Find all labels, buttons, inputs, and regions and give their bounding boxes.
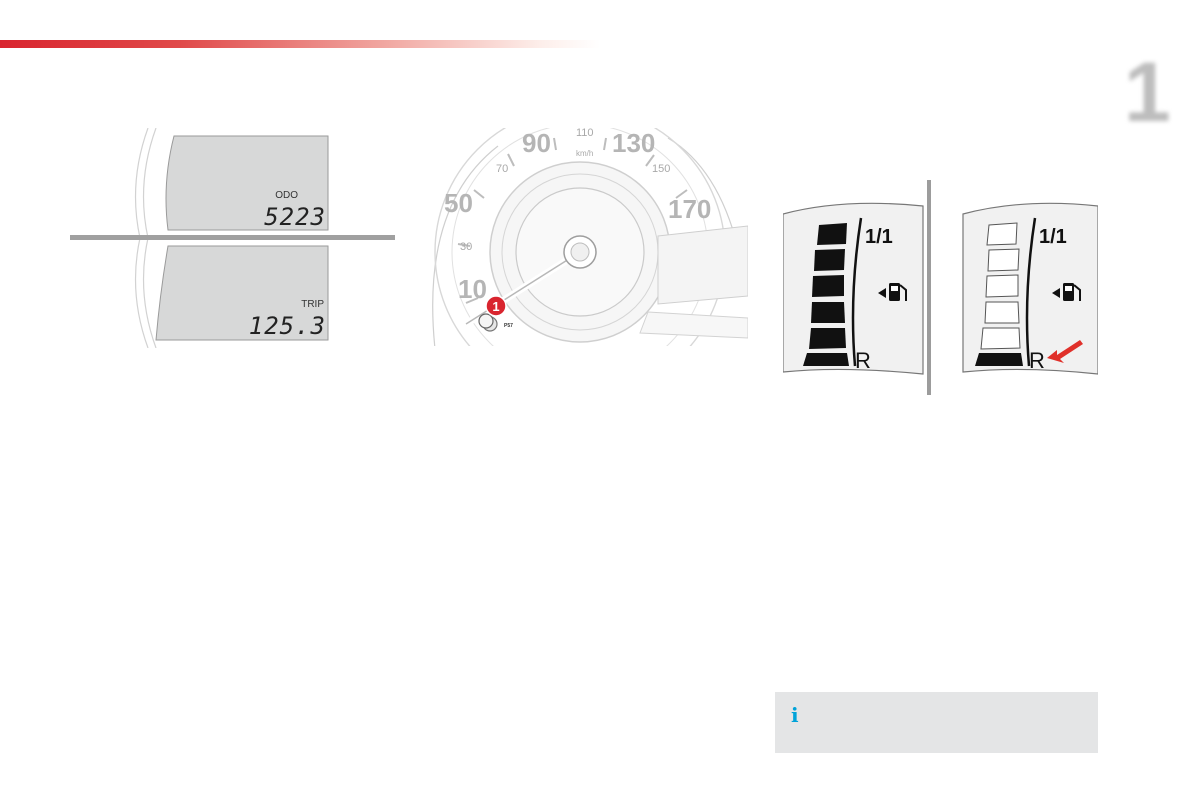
right-full-label: 1/1 (1039, 226, 1067, 248)
right-fuel-bars (975, 222, 1023, 366)
trip-reset-button-icon (478, 313, 498, 332)
left-fuel-pump-icon (878, 283, 907, 301)
odo-value: 5223 (264, 203, 326, 231)
header-accent-bar (0, 40, 600, 48)
right-fuel-pump-icon (1052, 283, 1081, 301)
left-reserve-label: R (855, 348, 871, 373)
left-full-label: 1/1 (865, 226, 893, 248)
speed-label-50: 50 (444, 188, 473, 218)
gauge-divider (927, 180, 931, 395)
trip-label: TRIP (301, 299, 324, 310)
odo-lcd-screen (165, 135, 329, 231)
info-icon: i (791, 703, 799, 727)
divider (70, 235, 395, 240)
button-code: P57 (504, 323, 513, 329)
left-fuel-bars (803, 223, 849, 366)
info-note-box: i (775, 692, 1098, 753)
odometer-figure: ODO 5223 TRIP 125.3 (70, 127, 395, 349)
fuel-gauge-figure: 1/1 R 1/1 R (782, 180, 1099, 395)
callout-number: 1 (492, 299, 499, 314)
chapter-number: 1 (1124, 45, 1171, 139)
callout-badge-1: 1 (485, 295, 507, 317)
speed-label-70: 70 (496, 163, 508, 175)
odo-label: ODO (275, 190, 298, 201)
speed-label-170: 170 (668, 194, 711, 224)
speed-label-10: 10 (458, 274, 487, 304)
speedometer-figure: 10 30 50 70 90 110 km/h 130 150 170 P57 … (418, 128, 748, 348)
trip-lcd-screen (155, 245, 329, 341)
speed-label-150: 150 (652, 163, 670, 175)
trip-value: 125.3 (249, 312, 326, 340)
speed-label-90: 90 (522, 128, 551, 158)
speed-label-110: 110 (576, 128, 594, 139)
reserve-arrow-icon (1047, 340, 1083, 363)
right-reserve-label: R (1029, 348, 1045, 373)
speed-unit: km/h (576, 149, 593, 158)
speed-label-130: 130 (612, 128, 655, 158)
speed-label-30: 30 (460, 241, 472, 253)
